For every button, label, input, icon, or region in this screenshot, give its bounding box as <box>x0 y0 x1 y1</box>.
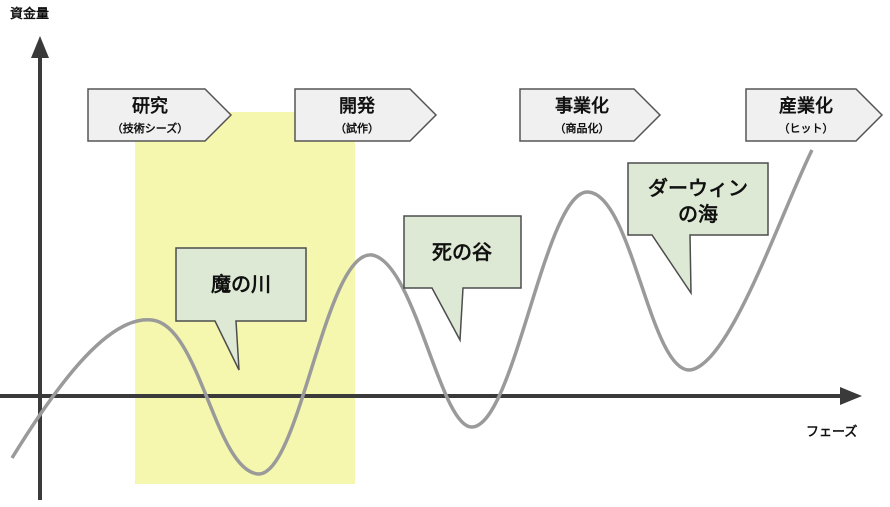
phase-arrow-shape <box>294 88 438 142</box>
y-axis-label: 資金量 <box>10 6 49 22</box>
callout-darwinian-sea: ダーウィン の海 <box>627 162 769 296</box>
callout-valley-of-death: 死の谷 <box>403 215 522 343</box>
callout-shape <box>627 162 769 296</box>
callout-label: 魔の川 <box>211 272 271 296</box>
phase-industrialization: 産業化 （ヒット） <box>745 88 884 142</box>
phase-commercialization: 事業化 （商品化） <box>519 88 662 142</box>
phase-title: 研究 <box>132 95 168 117</box>
callout-label: 死の谷 <box>432 240 493 264</box>
phase-title: 事業化 <box>555 95 609 117</box>
axes <box>0 36 862 500</box>
y-axis-arrowhead <box>31 36 49 58</box>
phase-subtitle: （商品化） <box>555 121 610 135</box>
phase-arrow-shape <box>519 88 662 142</box>
phase-research: 研究 （技術シーズ） <box>87 88 233 142</box>
phase-arrow-shape <box>745 88 884 142</box>
callout-shape <box>175 247 307 371</box>
phase-title: 産業化 <box>779 95 833 117</box>
callout-devils-river: 魔の川 <box>175 247 307 371</box>
funding-curve <box>10 149 814 476</box>
x-axis-arrowhead <box>840 387 862 405</box>
phase-subtitle: （技術シーズ） <box>112 121 188 135</box>
phase-subtitle: （試作） <box>335 121 379 135</box>
callout-label-line-1: ダーウィン <box>648 176 748 200</box>
x-axis-label: フェーズ <box>806 424 857 440</box>
phase-subtitle: （ヒット） <box>779 122 834 135</box>
callout-shape <box>403 215 522 343</box>
phase-development: 開発 （試作） <box>294 88 438 142</box>
phase-title: 開発 <box>339 95 376 117</box>
callout-label-line-2: の海 <box>678 202 718 226</box>
phase-arrow-shape <box>87 88 233 142</box>
